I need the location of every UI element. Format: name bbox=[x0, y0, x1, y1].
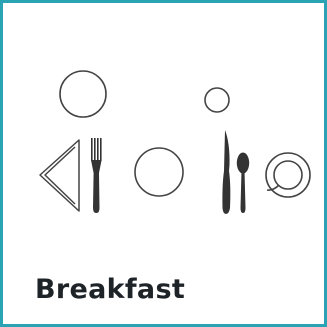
card-title: Breakfast bbox=[35, 274, 185, 305]
cup-and-saucer-icon bbox=[266, 153, 310, 197]
spoon-icon bbox=[237, 153, 249, 214]
bread-plate-icon bbox=[60, 71, 106, 117]
fork-icon bbox=[91, 138, 102, 213]
plate-icon bbox=[135, 148, 183, 196]
glass-icon bbox=[205, 88, 229, 112]
napkin-icon bbox=[40, 140, 79, 211]
knife-icon bbox=[222, 130, 230, 214]
place-setting-illustration bbox=[3, 3, 324, 243]
